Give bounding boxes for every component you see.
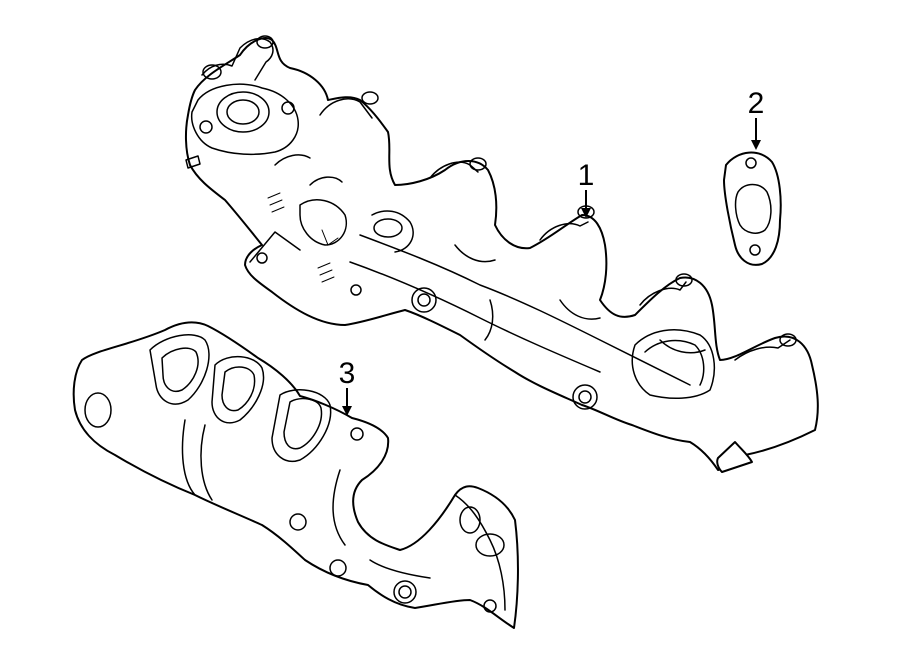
callout-1-label: 1 <box>578 159 595 192</box>
callout-2-label: 2 <box>748 87 765 120</box>
exhaust-manifold-part <box>184 35 819 473</box>
callout-2: 2 <box>748 87 765 150</box>
callout-3-label: 3 <box>339 357 356 390</box>
callout-3: 3 <box>339 357 356 416</box>
callout-3-arrowhead <box>342 406 352 416</box>
callout-2-arrowhead <box>751 140 761 150</box>
callout-1-arrowhead <box>581 208 591 218</box>
callout-1: 1 <box>578 159 595 218</box>
gasket-part <box>723 151 782 266</box>
heat-shield-part <box>72 321 519 629</box>
